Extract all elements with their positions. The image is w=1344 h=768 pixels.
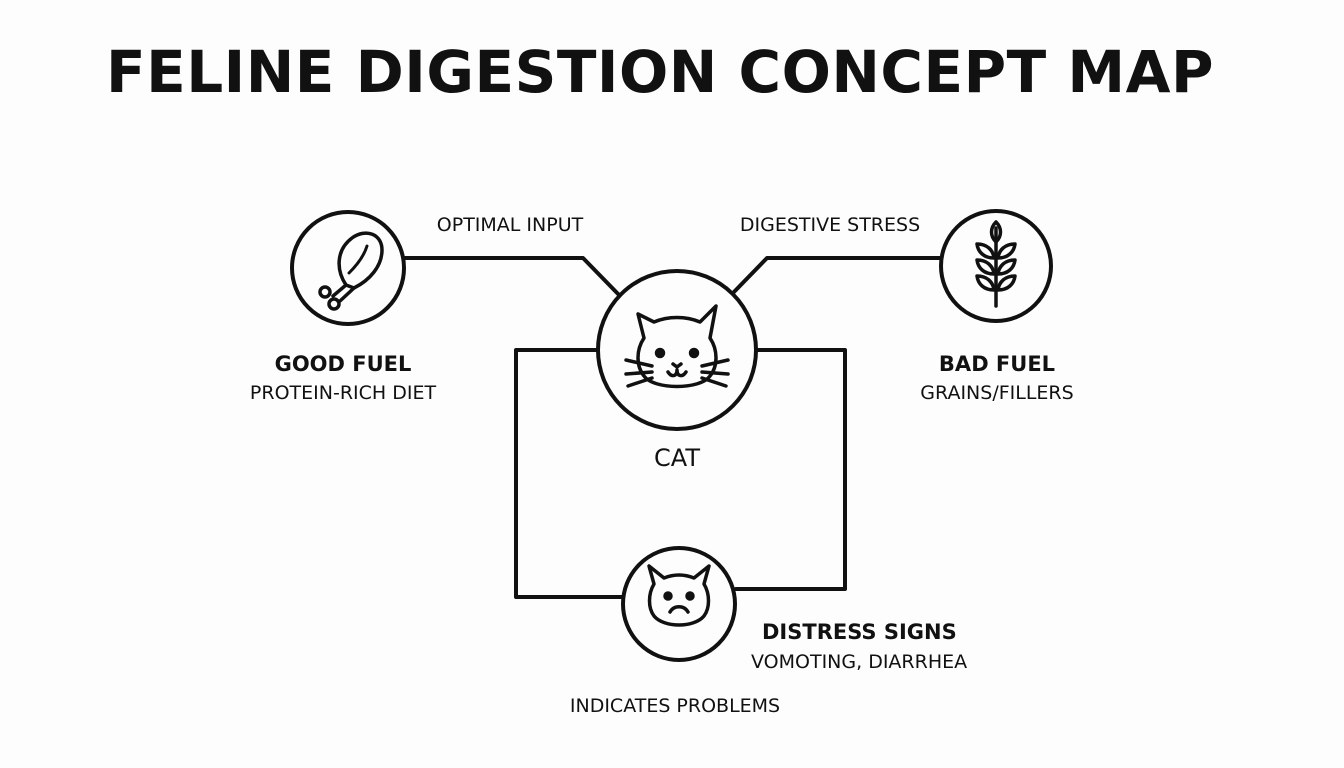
distress-signs-subtitle: VOMOTING, DIARRHEA — [751, 651, 968, 673]
drumstick-icon — [318, 231, 384, 311]
connector-cat-to-distress-left — [514, 348, 626, 599]
cat-face-icon — [624, 304, 730, 389]
cat-node-label: CAT — [654, 444, 700, 472]
distress-signs-title: DISTRESS SIGNS — [762, 620, 957, 644]
good-fuel-node-circle — [290, 210, 406, 326]
bad-fuel-title: BAD FUEL — [938, 352, 1056, 376]
edge-label-indicates-problems: INDICATES PROBLEMS — [569, 695, 781, 717]
edge-label-digestive-stress: DIGESTIVE STRESS — [739, 214, 921, 236]
distress-node-circle — [621, 546, 737, 662]
good-fuel-title: GOOD FUEL — [274, 352, 412, 376]
good-fuel-subtitle: PROTEIN-RICH DIET — [249, 382, 437, 404]
cat-node-circle — [596, 269, 758, 431]
connector-bad-fuel-to-cat — [730, 256, 942, 296]
bad-fuel-subtitle: GRAINS/FILLERS — [920, 382, 1074, 404]
connector-cat-to-distress-right — [734, 348, 847, 591]
page-title: FELINE DIGESTION CONCEPT MAP — [105, 38, 1214, 106]
connector-good-fuel-to-cat — [402, 256, 624, 300]
wheat-icon — [975, 220, 1017, 308]
sad-cat-icon — [647, 564, 711, 627]
edge-label-optimal-input: OPTIMAL INPUT — [436, 214, 584, 236]
